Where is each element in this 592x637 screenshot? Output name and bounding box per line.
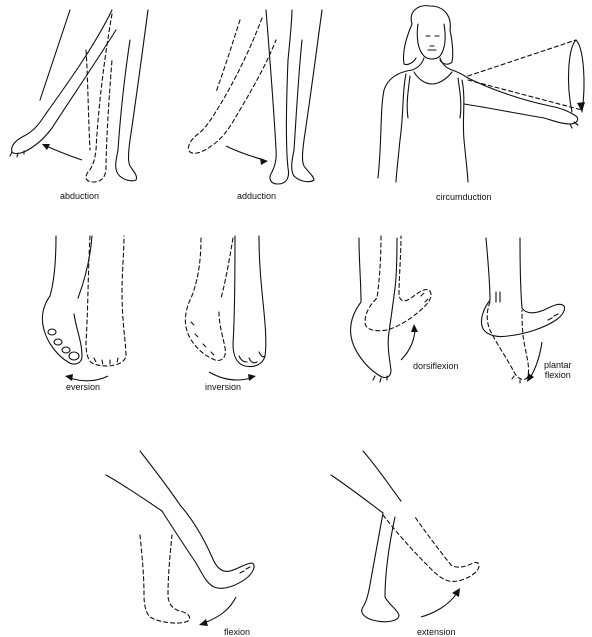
dorsiflexion-figure: dorsiflexion xyxy=(335,232,475,392)
flexion-label: flexion xyxy=(224,628,250,637)
extension-drawing xyxy=(325,445,505,637)
circumduction-figure: circumduction xyxy=(372,0,592,205)
abduction-figure: abduction xyxy=(0,0,160,200)
plantar-label-line2: flexion xyxy=(544,370,572,380)
eversion-label: eversion xyxy=(66,383,100,392)
inversion-label: inversion xyxy=(205,383,241,392)
flexion-drawing xyxy=(100,445,280,637)
plantar-flexion-drawing xyxy=(470,232,592,402)
dorsiflexion-label: dorsiflexion xyxy=(413,362,459,371)
eversion-drawing xyxy=(30,232,140,402)
inversion-drawing xyxy=(175,232,285,402)
flexion-figure: flexion xyxy=(100,445,280,637)
inversion-figure: inversion xyxy=(175,232,285,402)
adduction-figure: adduction xyxy=(180,0,340,200)
circumduction-label: circumduction xyxy=(436,193,492,202)
adduction-drawing xyxy=(180,0,340,200)
plantar-label-line1: plantar xyxy=(544,360,572,370)
abduction-drawing xyxy=(0,0,160,200)
extension-label: extension xyxy=(417,628,456,637)
circumduction-drawing xyxy=(372,0,592,205)
extension-figure: extension xyxy=(325,445,505,637)
eversion-figure: eversion xyxy=(30,232,140,402)
adduction-label: adduction xyxy=(237,192,276,201)
abduction-label: abduction xyxy=(60,192,99,201)
plantar-flexion-figure: plantar flexion xyxy=(470,232,592,402)
plantar-flexion-label: plantar flexion xyxy=(544,360,572,380)
